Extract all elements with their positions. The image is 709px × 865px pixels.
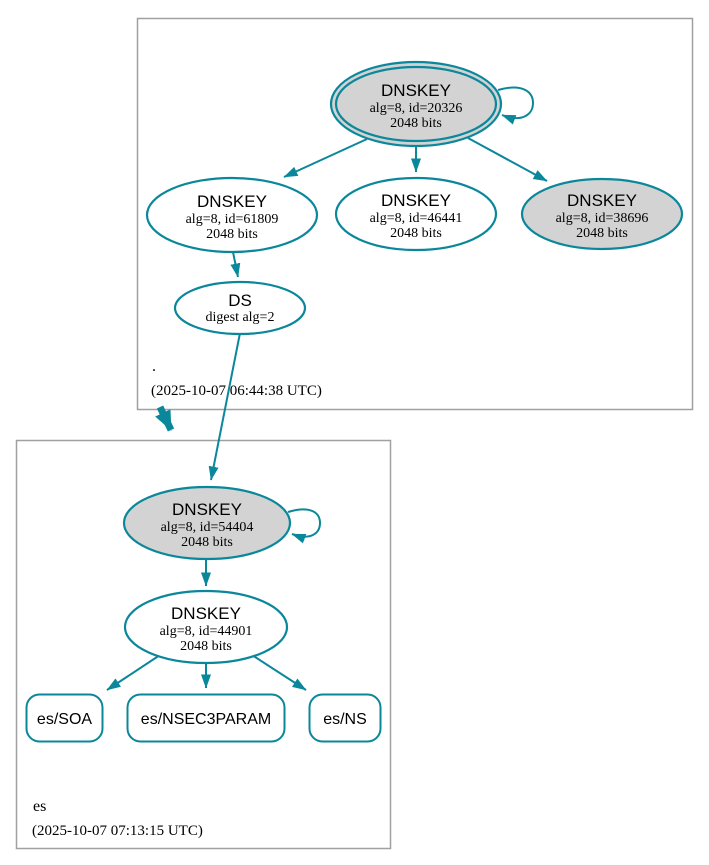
edge-root-delegation-to-es (155, 405, 175, 432)
edge-zsk-44901-to-soa (106, 654, 161, 691)
node-rrset-es-nsec3param-label: es/NSEC3PARAM (141, 711, 271, 728)
edge-root-ksk-to-ksk-38696 (467, 137, 548, 182)
zone-timestamp-es: (2025-10-07 07:13:15 UTC) (32, 823, 203, 839)
node-dnskey-root-46441: DNSKEY alg=8, id=46441 2048 bits (334, 176, 498, 252)
node-dnskey-es-44901-ellipse (123, 589, 289, 665)
node-rrset-es-nsec3param: es/NSEC3PARAM (126, 693, 286, 743)
node-dnskey-root-61809-bits: 2048 bits (206, 227, 258, 242)
node-dnskey-root-46441-detail: alg=8, id=46441 (370, 211, 463, 226)
node-dnskey-es-44901-detail: alg=8, id=44901 (160, 624, 253, 639)
node-dnskey-root-38696-ellipse (520, 177, 684, 251)
node-dnskey-es-54404-title: DNSKEY (172, 500, 242, 519)
node-dnskey-root-38696: DNSKEY alg=8, id=38696 2048 bits (520, 177, 684, 251)
zone-label-es: es (33, 798, 46, 815)
node-dnskey-es-44901-title: DNSKEY (171, 604, 241, 623)
node-dnskey-root-61809: DNSKEY alg=8, id=61809 2048 bits (145, 176, 319, 254)
node-rrset-es-ns-rect (308, 693, 382, 743)
edge-ds-to-es-ksk (208, 332, 241, 481)
edge-root-ksk-self-sign (497, 86, 535, 125)
edge-zsk-61809-to-ds (230, 251, 241, 278)
node-dnskey-root-38696-bits: 2048 bits (576, 226, 628, 241)
node-dnskey-root-61809-title: DNSKEY (197, 192, 267, 211)
node-rrset-es-soa-label: es/SOA (37, 711, 92, 728)
node-dnskey-es-44901-bits: 2048 bits (180, 639, 232, 654)
node-dnskey-root-20326-title: DNSKEY (381, 81, 451, 100)
node-rrset-es-ns-label: es/NS (323, 711, 367, 728)
node-ds-es-title: DS (228, 291, 252, 310)
node-ds-es: DS digest alg=2 (173, 280, 307, 336)
node-dnskey-es-44901: DNSKEY alg=8, id=44901 2048 bits (123, 589, 289, 665)
node-dnskey-root-61809-detail: alg=8, id=61809 (186, 212, 279, 227)
edge-es-ksk-self-sign (287, 508, 322, 544)
node-rrset-es-nsec3param-rect (126, 693, 286, 743)
node-dnskey-root-20326-detail: alg=8, id=20326 (370, 101, 463, 116)
node-ds-es-ellipse (173, 280, 307, 336)
node-ds-es-detail: digest alg=2 (206, 310, 275, 325)
node-rrset-es-ns: es/NS (308, 693, 382, 743)
node-dnskey-es-54404-ellipse (122, 485, 292, 561)
node-dnskey-root-46441-ellipse (334, 176, 498, 252)
node-dnskey-root-20326-bits: 2048 bits (390, 116, 442, 131)
node-dnskey-es-54404-bits: 2048 bits (181, 535, 233, 550)
node-dnskey-es-54404: DNSKEY alg=8, id=54404 2048 bits (122, 485, 292, 561)
node-dnskey-root-20326: DNSKEY alg=8, id=20326 2048 bits (329, 60, 503, 148)
zone-timestamp-root: (2025-10-07 06:44:38 UTC) (151, 383, 322, 399)
node-dnskey-root-38696-title: DNSKEY (567, 191, 637, 210)
node-dnskey-root-46441-title: DNSKEY (381, 191, 451, 210)
zone-label-root: . (152, 358, 156, 375)
node-dnskey-es-54404-detail: alg=8, id=54404 (161, 520, 254, 535)
node-dnskey-root-38696-detail: alg=8, id=38696 (556, 211, 649, 226)
node-rrset-es-soa-rect (25, 693, 104, 743)
node-dnskey-root-20326-inner-ellipse (334, 65, 498, 143)
edge-zsk-44901-to-ns (251, 654, 307, 691)
zone-box-root (136, 17, 694, 411)
zone-box-es (15, 439, 392, 850)
node-rrset-es-soa: es/SOA (25, 693, 104, 743)
node-dnskey-root-61809-ellipse (145, 176, 319, 254)
node-dnskey-root-46441-bits: 2048 bits (390, 226, 442, 241)
edge-root-ksk-to-zsk-61809 (283, 138, 368, 178)
